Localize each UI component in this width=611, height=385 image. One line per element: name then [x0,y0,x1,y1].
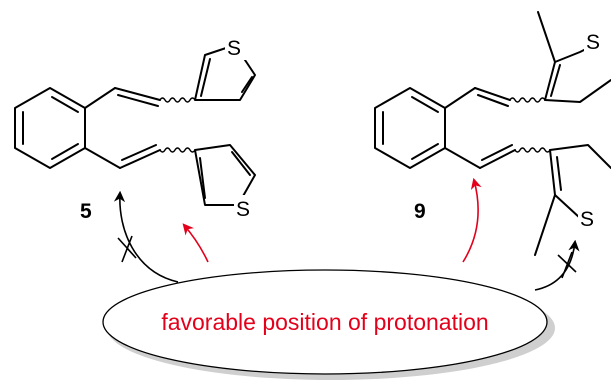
favored-arrow-9 [462,177,482,263]
sulfur-label: S [580,208,594,231]
favored-arrow-5 [182,223,209,263]
sulfur-label: S [227,37,241,60]
compound-label: 5 [80,200,92,223]
sulfur-bg-9b [578,205,600,231]
caption-ellipse [102,269,548,375]
sulfur-bg-9a [584,28,606,54]
compound-5-structure [14,44,256,206]
sulfur-label: S [236,198,250,221]
cross-mark [561,251,573,279]
sulfur-bg-5a [225,34,247,60]
caption-text: favorable position of protonation [161,309,488,335]
compound-label: 9 [414,200,426,223]
blocked-arrow-5 [113,190,179,283]
sulfur-bg-5b [234,195,256,221]
cross-mark [121,235,133,263]
sulfur-label: S [586,31,600,54]
compound-9-structure [374,11,611,256]
